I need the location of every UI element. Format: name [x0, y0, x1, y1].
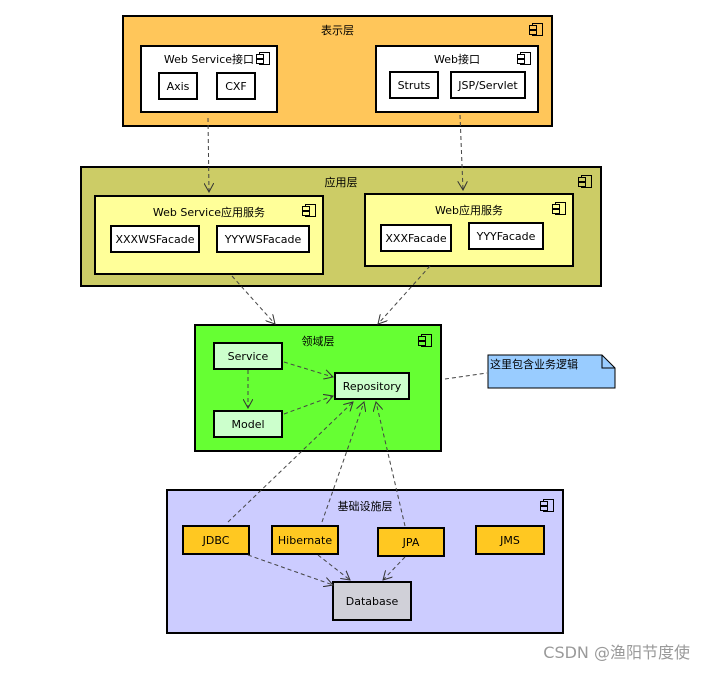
domain-layer: 领域层 Service Model Repository	[194, 324, 442, 452]
infrastructure-layer: 基础设施层 JDBC Hibernate JPA JMS Database	[166, 489, 564, 634]
component-icon	[256, 52, 270, 65]
xxxwsfacade-box: XXXWSFacade	[110, 225, 200, 253]
ws-interface-title: Web Service接口	[163, 53, 255, 66]
ws-app-service-title: Web Service应用服务	[152, 206, 266, 219]
component-icon	[529, 23, 543, 36]
note-anchor-line	[444, 372, 488, 380]
axis-box: Axis	[158, 72, 198, 100]
model-box: Model	[213, 410, 283, 438]
note-text: 这里包含业务逻辑	[490, 358, 578, 371]
infrastructure-layer-title: 基础设施层	[337, 500, 393, 513]
web-interface-title: Web接口	[434, 53, 480, 66]
application-layer-title: 应用层	[324, 176, 358, 189]
hibernate-box: Hibernate	[271, 525, 339, 555]
database-box: Database	[332, 581, 412, 621]
ws-app-service-component: Web Service应用服务 XXXWSFacade YYYWSFacade	[94, 195, 324, 275]
watermark: CSDN @渔阳节度使	[543, 643, 690, 662]
component-icon	[552, 202, 566, 215]
domain-layer-title: 领域层	[301, 335, 335, 348]
component-icon	[578, 175, 592, 188]
application-layer: 应用层 Web Service应用服务 XXXWSFacade YYYWSFac…	[80, 166, 602, 287]
jms-box: JMS	[475, 525, 545, 555]
presentation-layer: 表示层 Web Service接口 Axis CXF Web接口 Struts …	[122, 15, 553, 127]
business-logic-note: 这里包含业务逻辑	[487, 354, 617, 390]
repository-box: Repository	[334, 372, 410, 400]
struts-box: Struts	[389, 71, 439, 99]
yyywsfacade-box: YYYWSFacade	[216, 225, 310, 253]
cxf-box: CXF	[216, 72, 256, 100]
component-icon	[517, 52, 531, 65]
jdbc-box: JDBC	[182, 525, 250, 555]
web-interface-component: Web接口 Struts JSP/Servlet	[375, 45, 539, 113]
component-icon	[540, 499, 554, 512]
presentation-layer-title: 表示层	[321, 24, 354, 37]
note-shape	[487, 354, 616, 389]
service-box: Service	[213, 342, 283, 370]
yyyfacade-box: YYYFacade	[468, 222, 544, 250]
ws-interface-component: Web Service接口 Axis CXF	[140, 45, 278, 113]
jpa-box: JPA	[377, 527, 445, 557]
component-icon	[418, 334, 432, 347]
web-app-service-component: Web应用服务 XXXFacade YYYFacade	[364, 193, 574, 267]
component-icon	[302, 204, 316, 217]
jsp-servlet-box: JSP/Servlet	[450, 71, 526, 99]
web-app-service-title: Web应用服务	[435, 204, 503, 217]
xxxfacade-box: XXXFacade	[380, 224, 452, 252]
